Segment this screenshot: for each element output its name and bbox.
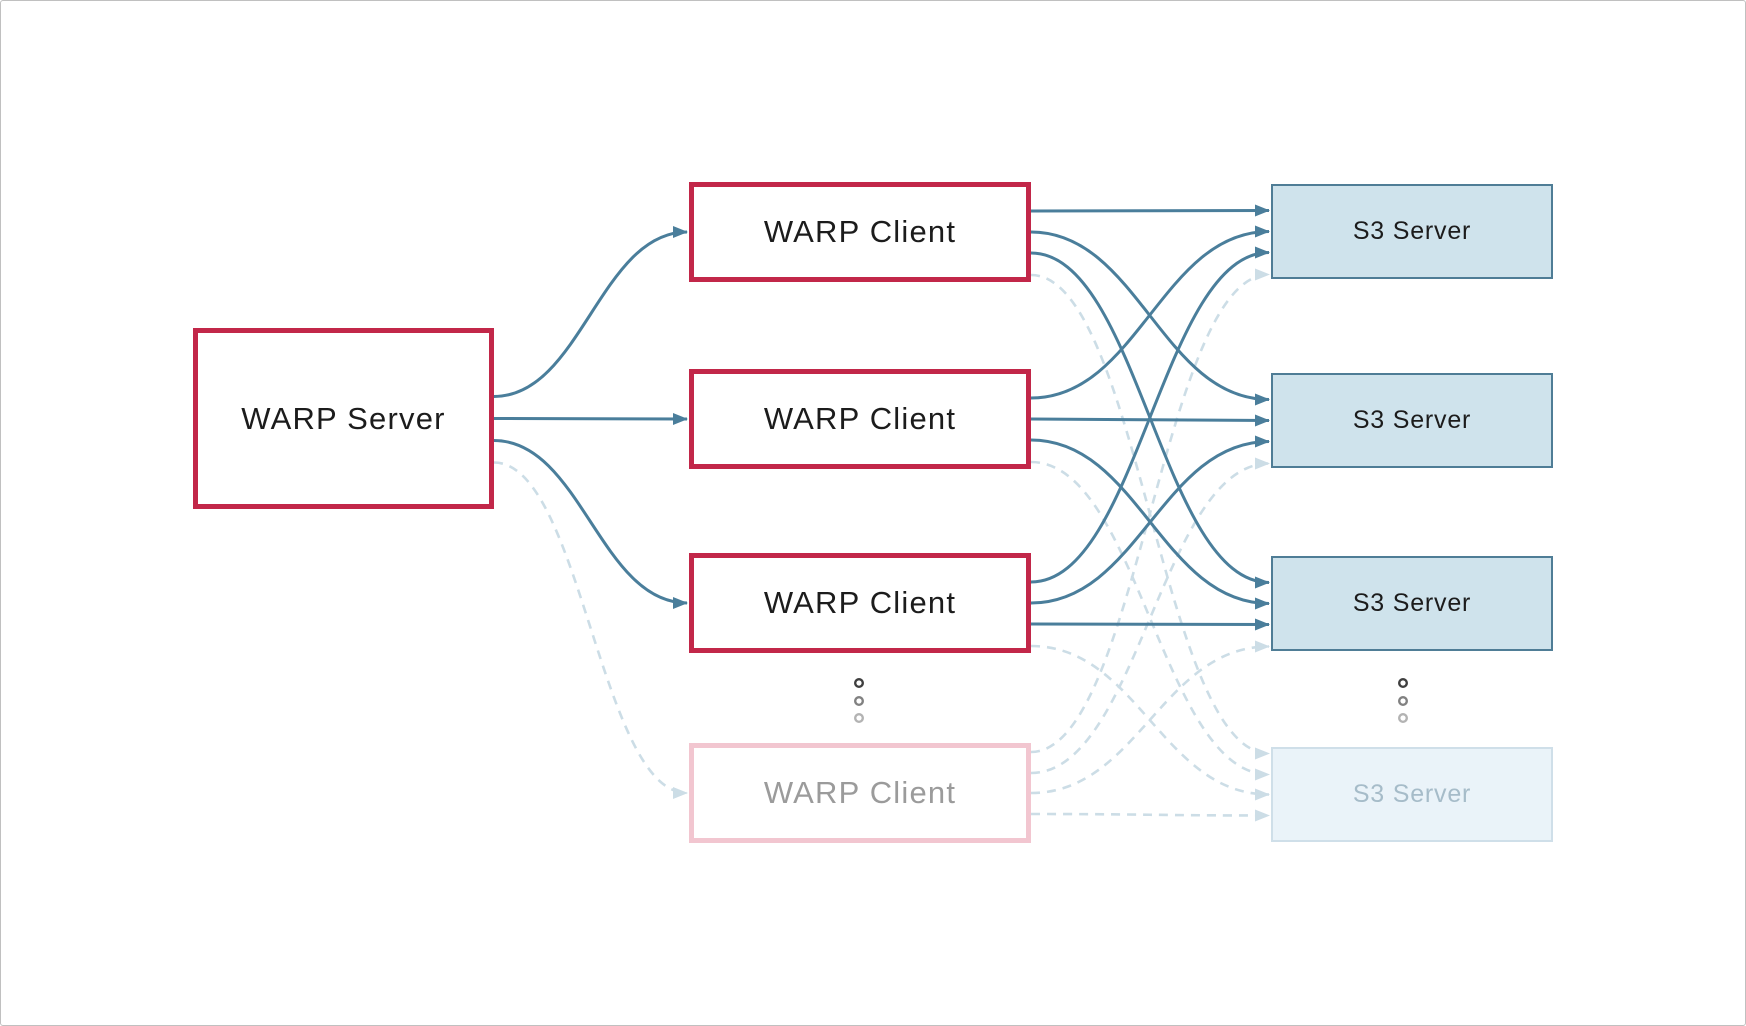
dashed-connection-arrow: [1030, 809, 1270, 822]
warp-client-label: WARP Client: [763, 775, 957, 810]
connection-arrow: [1030, 435, 1270, 605]
ellipsis-dot: [854, 678, 865, 689]
warp-client-node-3: WARP Client: [689, 553, 1031, 653]
connection-arrow: [1030, 225, 1270, 400]
ellipsis-dot: [854, 713, 865, 724]
more-servers-dots: [1397, 678, 1408, 724]
s3-server-label: S3 Server: [1352, 780, 1472, 808]
warp-client-node-faded: WARP Client: [689, 743, 1031, 843]
warp-server-node: WARP Server: [193, 328, 494, 509]
s3-server-node-2: S3 Server: [1271, 373, 1553, 468]
dashed-connection-arrow: [493, 461, 688, 799]
connection-arrow: [1030, 246, 1270, 584]
warp-server-label: WARP Server: [241, 400, 446, 436]
s3-server-node-1: S3 Server: [1271, 184, 1553, 279]
warp-client-node-1: WARP Client: [689, 182, 1031, 282]
s3-server-node-3: S3 Server: [1271, 556, 1553, 651]
connection-arrow: [493, 439, 688, 609]
s3-server-label: S3 Server: [1352, 406, 1472, 434]
more-clients-dots: [854, 678, 865, 724]
warp-client-label: WARP Client: [763, 214, 957, 249]
dashed-connection-arrow: [1030, 268, 1270, 754]
ellipsis-dot: [1397, 713, 1408, 724]
connection-arrow: [493, 412, 688, 425]
connection-arrow: [1030, 204, 1270, 217]
ellipsis-dot: [854, 696, 865, 707]
dashed-connection-arrow: [1030, 640, 1270, 795]
s3-server-label: S3 Server: [1352, 589, 1472, 617]
s3-server-node-faded: S3 Server: [1271, 747, 1553, 842]
ellipsis-dot: [1397, 696, 1408, 707]
warp-client-label: WARP Client: [763, 401, 957, 436]
connection-arrow: [1030, 618, 1270, 631]
s3-server-label: S3 Server: [1352, 217, 1472, 245]
connection-arrow: [493, 226, 688, 398]
warp-client-label: WARP Client: [763, 585, 957, 620]
warp-client-node-2: WARP Client: [689, 369, 1031, 469]
ellipsis-dot: [1397, 678, 1408, 689]
dashed-connection-arrow: [1030, 460, 1270, 781]
